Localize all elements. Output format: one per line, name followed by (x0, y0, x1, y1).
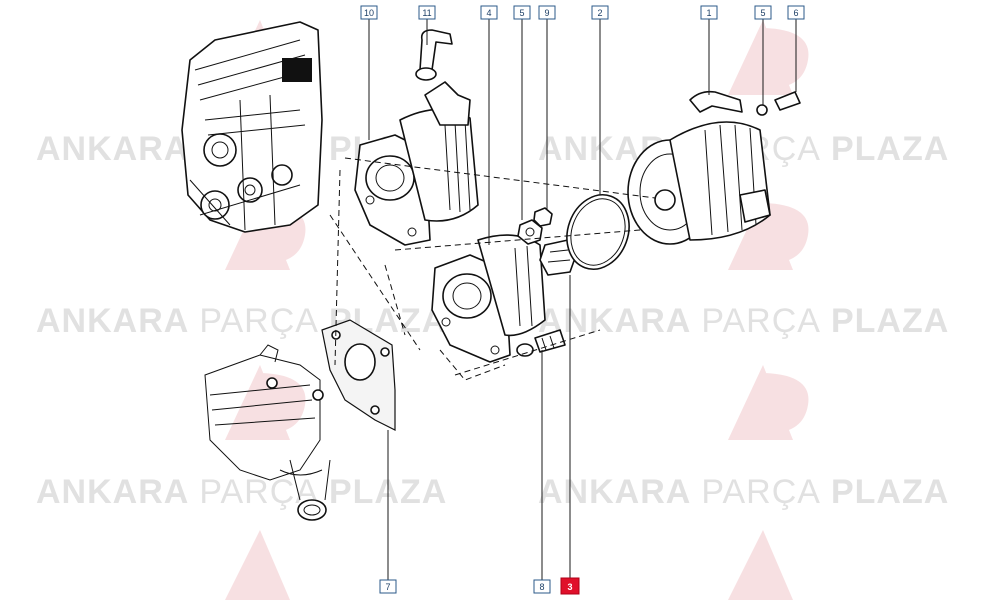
o-ring (566, 194, 630, 270)
bolt-part (774, 91, 801, 111)
callout-label: 2 (591, 5, 609, 20)
callout-label: 9 (538, 5, 556, 20)
svg-text:5: 5 (519, 8, 524, 18)
watermark-logo (728, 195, 809, 270)
svg-text:4: 4 (486, 8, 491, 18)
callout-label: 1 (700, 5, 718, 20)
callout-label: 7 (379, 579, 397, 594)
svg-text:9: 9 (544, 8, 549, 18)
svg-text:2: 2 (597, 8, 602, 18)
leader-lines (368, 19, 797, 580)
washer-part (756, 104, 768, 116)
engine-highlight-block (282, 58, 312, 82)
callout-labels: 10 11 4 5 9 2 1 5 (360, 5, 805, 595)
svg-text:8: 8 (539, 582, 544, 592)
svg-text:3: 3 (567, 582, 572, 592)
watermark-logo (728, 530, 793, 600)
callout-label: 5 (513, 5, 531, 20)
svg-text:11: 11 (422, 8, 431, 18)
engine-block-illustration (181, 21, 323, 233)
callout-label: 6 (787, 5, 805, 20)
watermark-logo (225, 365, 306, 440)
assembly-axis-lines (329, 157, 656, 381)
vacuum-pump-upper (354, 29, 479, 246)
vacuum-pump-right (627, 90, 771, 245)
callout-label: 5 (754, 5, 772, 20)
callout-label-highlighted: 3 (560, 577, 580, 595)
watermark-logo (225, 530, 290, 600)
bolt-part (534, 329, 566, 353)
callout-label: 11 (418, 5, 436, 20)
watermark-logo (728, 365, 809, 440)
callout-label: 10 (360, 5, 378, 20)
washer-part (516, 343, 534, 357)
callout-label: 4 (480, 5, 498, 20)
vacuum-pump-middle (431, 234, 546, 363)
callout-label: 8 (533, 579, 551, 594)
svg-text:7: 7 (385, 582, 390, 592)
cylinder-head-illustration (204, 344, 331, 521)
nut-part (533, 207, 553, 227)
gasket (321, 319, 396, 431)
svg-text:5: 5 (760, 8, 765, 18)
svg-text:1: 1 (706, 8, 711, 18)
watermark-logo (728, 20, 809, 95)
svg-text:6: 6 (793, 8, 798, 18)
svg-text:10: 10 (364, 8, 374, 18)
